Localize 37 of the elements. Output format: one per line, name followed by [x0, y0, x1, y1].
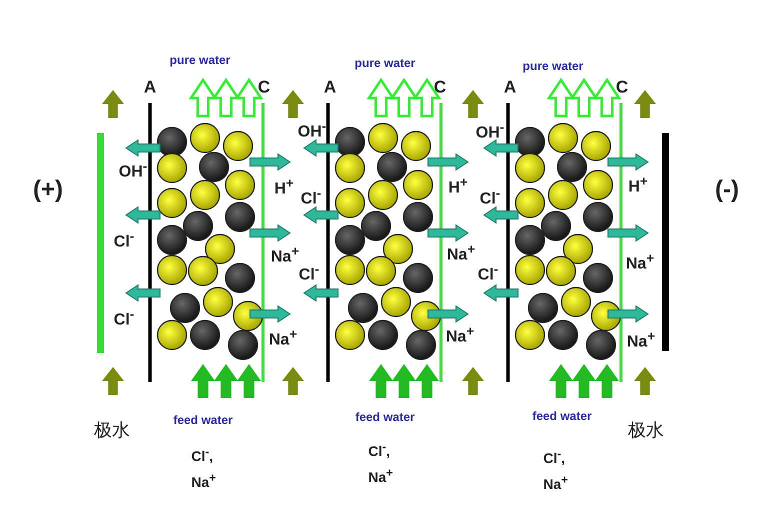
- membrane-label: A: [144, 78, 156, 96]
- ion-label: H$^{+}$: [628, 174, 648, 196]
- ion-label: Cl$^{-}$: [480, 186, 500, 208]
- membrane-label: A: [504, 78, 516, 96]
- ion-label: OH$^{-}$: [298, 119, 326, 141]
- ion-label: Na$^{+}$: [270, 244, 300, 266]
- ion-label: Cl$^{-}$: [300, 186, 322, 208]
- ion-label: Na$^{+}$: [446, 242, 476, 264]
- flow-label: feed water: [173, 414, 233, 426]
- ion-label: OH$^{-}$: [118, 159, 148, 181]
- ion-label: H$^{+}$: [448, 175, 468, 197]
- ion-label: Cl$^{-}$: [478, 262, 498, 284]
- ion-list: Cl$^{-}$, Na$^{+}$: [191, 441, 225, 493]
- ion-label: Cl$^{-}$: [114, 229, 134, 251]
- ion-list: Cl$^{-}$, Na$^{+}$: [368, 436, 402, 488]
- ion-label: Cl$^{-}$: [114, 307, 134, 329]
- flow-label: pure water: [522, 60, 584, 72]
- flow-label: pure water: [170, 54, 230, 66]
- electrode-water-label: 极水: [628, 422, 664, 440]
- ion-label: OH$^{-}$: [476, 120, 504, 142]
- ion-label: Na$^{+}$: [268, 327, 298, 349]
- ion-label: Na$^{+}$: [446, 324, 474, 346]
- flow-label: pure water: [354, 57, 416, 69]
- ion-label: Na$^{+}$: [626, 251, 654, 273]
- electrode-water-label: 极水: [94, 422, 130, 440]
- ion-label: H$^{+}$: [274, 176, 294, 198]
- flow-label: feed water: [532, 410, 592, 422]
- polarity-label: (+): [33, 178, 63, 202]
- ion-list: Cl$^{-}$, Na$^{+}$: [543, 443, 577, 495]
- flow-label: feed water: [355, 411, 415, 423]
- ion-label: Cl$^{-}$: [298, 262, 320, 284]
- membrane-label: C: [258, 78, 270, 96]
- membrane-label: A: [324, 78, 336, 96]
- membrane-label: C: [434, 78, 446, 96]
- polarity-label: (-): [715, 178, 739, 202]
- ion-label: Na$^{+}$: [626, 329, 656, 351]
- membrane-label: C: [616, 78, 628, 96]
